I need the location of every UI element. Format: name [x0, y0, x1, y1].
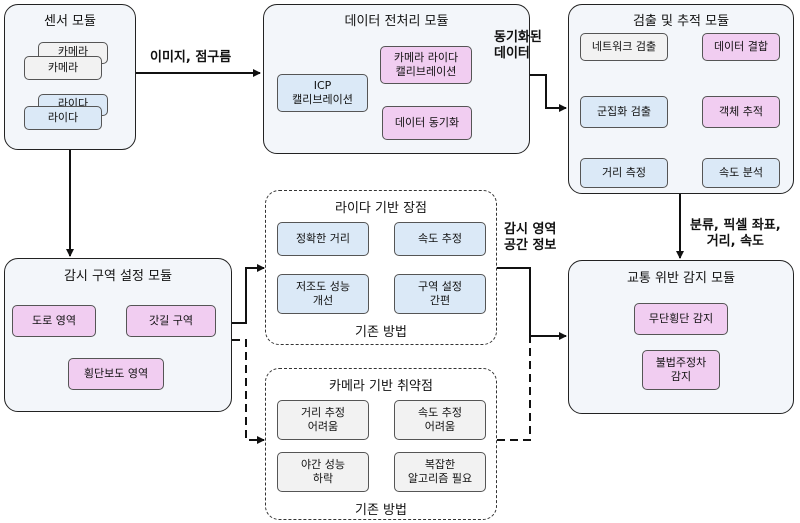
lidar-advantages-footer: 기존 방법: [355, 325, 407, 340]
complex-algorithm-chip: 복잡한 알고리즘 필요: [394, 452, 486, 492]
line-lidar-to-violation: [497, 267, 567, 340]
cluster-detection-chip: 군집화 검출: [580, 96, 668, 128]
violation-detection-module: 교통 위반 감지 모듈: [568, 260, 794, 414]
speed-analysis-chip: 속도 분석: [702, 158, 780, 188]
speed-estimation-chip: 속도 추정: [394, 222, 486, 256]
data-sync-chip: 데이터 동기화: [382, 106, 472, 140]
shoulder-area-chip: 갓길 구역: [126, 305, 216, 337]
detection-module-title: 검출 및 추적 모듈: [632, 14, 730, 29]
camera-chip: 카메라: [24, 56, 102, 80]
lidar-advantages-title: 라이다 기반 장점: [335, 201, 427, 216]
camera-weakness-box: 카메라 기반 취약점 기존 방법: [265, 368, 497, 520]
low-light-chip: 저조도 성능 개선: [277, 274, 369, 314]
line-zone-to-lidar: [232, 264, 265, 324]
camera-lidar-calibration-chip: 카메라 라이다 캘리브레이션: [380, 46, 472, 84]
distance-hard-chip: 거리 추정 어려움: [277, 400, 369, 440]
accurate-distance-chip: 정확한 거리: [277, 222, 369, 256]
lidar-advantages-box: 라이다 기반 장점 기존 방법: [265, 190, 497, 345]
distance-measure-chip: 거리 측정: [580, 158, 668, 188]
label-image-pointcloud: 이미지, 점구름: [150, 50, 232, 65]
camera-weakness-title: 카메라 기반 취약점: [329, 379, 433, 394]
arrow-preprocess-to-detect: [530, 74, 567, 112]
sensor-module-title: 센서 모듈: [44, 14, 96, 29]
zone-module-title: 감시 구역 설정 모듈: [63, 269, 173, 284]
label-synced-data: 동기화된 데이터: [494, 30, 542, 61]
object-tracking-chip: 객체 추적: [702, 96, 780, 128]
crosswalk-area-chip: 횡단보도 영역: [68, 358, 164, 390]
network-detection-chip: 네트워크 검출: [580, 33, 668, 61]
preprocess-module-title: 데이터 전처리 모듈: [344, 14, 449, 29]
lidar-chip: 라이다: [24, 106, 102, 130]
violation-module-title: 교통 위반 감지 모듈: [626, 271, 736, 286]
illegal-parking-detection-chip: 불법주정차 감지: [642, 350, 720, 390]
jaywalking-detection-chip: 무단횡단 감지: [634, 303, 728, 335]
dashed-zone-to-camera: [232, 339, 265, 444]
night-drop-chip: 야간 성능 하락: [277, 452, 369, 492]
data-fusion-chip: 데이터 결합: [702, 33, 780, 61]
label-zone-spatial-info: 감시 영역 공간 정보: [504, 222, 557, 253]
speed-hard-chip: 속도 추정 어려움: [394, 400, 486, 440]
label-class-pixel-distance-speed: 분류, 픽셀 좌표, 거리, 속도: [690, 218, 781, 249]
icp-calibration-chip: ICP 캘리브레이션: [277, 74, 368, 112]
zone-setup-chip: 구역 설정 간편: [394, 274, 486, 314]
dashed-camera-to-violation: [497, 336, 531, 441]
camera-weakness-footer: 기존 방법: [355, 503, 407, 518]
road-area-chip: 도로 영역: [12, 305, 96, 337]
